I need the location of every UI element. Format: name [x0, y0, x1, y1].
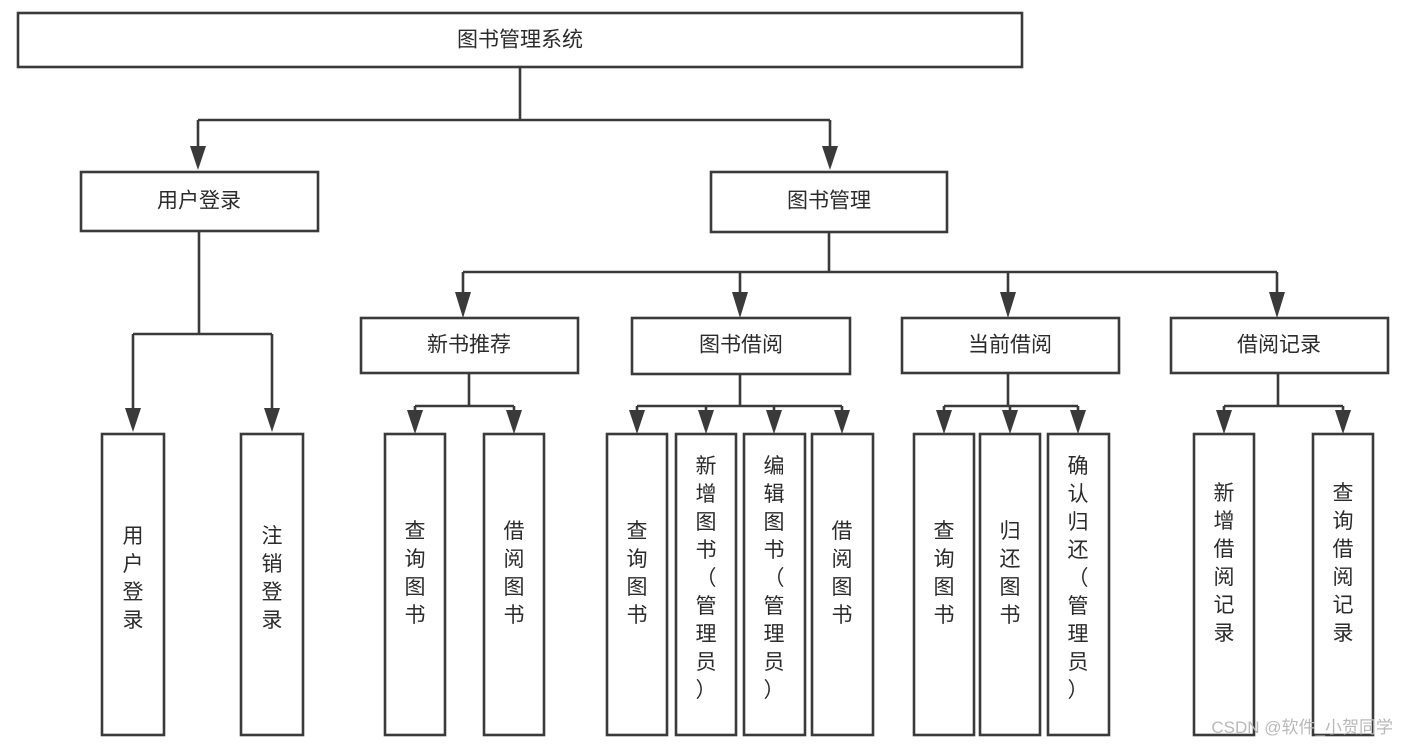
node-leaf-borrow-book-2-box[interactable]: [810, 432, 875, 737]
node-leaf-query-book-3-label: 查询图书: [934, 520, 955, 627]
arrow-to-leaf-query-book-1: [407, 410, 423, 434]
arrow-to-borrow-record: [1269, 292, 1285, 318]
node-leaf-query-book-3[interactable]: 查询图书: [912, 432, 976, 737]
node-book-borrow[interactable]: 图书借阅: [630, 316, 852, 376]
node-borrow-record-box[interactable]: [1169, 316, 1390, 375]
node-leaf-edit-book-label: 编辑图书（管理员）: [764, 455, 785, 702]
node-leaf-return-book[interactable]: 归还图书: [978, 432, 1042, 737]
node-leaf-user-login-label: 用户登录: [123, 525, 144, 632]
node-new-book-recommend-label: 新书推荐: [427, 334, 511, 357]
node-user-login-label: 用户登录: [157, 190, 241, 213]
node-leaf-user-logout[interactable]: 注销登录: [239, 432, 305, 737]
node-leaf-confirm-return-label: 确认归还（管理员）: [1068, 455, 1089, 702]
node-leaf-edit-book[interactable]: 编辑图书（管理员）: [742, 432, 807, 737]
node-leaf-user-login-box[interactable]: [100, 432, 166, 737]
node-leaf-query-book-2[interactable]: 查询图书: [605, 432, 669, 737]
node-borrow-record[interactable]: 借阅记录: [1169, 316, 1390, 375]
node-root-box[interactable]: [16, 11, 1024, 69]
watermark-label: CSDN @软件_小贺同学: [1211, 718, 1393, 737]
node-leaf-user-login[interactable]: 用户登录: [100, 432, 166, 737]
arrow-to-new-book-recommend: [455, 292, 471, 318]
arrow-to-book-management: [822, 146, 838, 170]
node-leaf-query-record[interactable]: 查询借阅记录: [1311, 432, 1375, 737]
node-leaf-user-logout-box[interactable]: [239, 432, 305, 737]
node-current-borrow[interactable]: 当前借阅: [900, 316, 1121, 375]
arrow-to-leaf-user-login: [125, 408, 141, 432]
node-leaf-query-book-2-box[interactable]: [605, 432, 669, 737]
arrow-to-leaf-query-record: [1335, 410, 1351, 434]
arrow-to-leaf-borrow-book-1: [506, 410, 522, 434]
node-leaf-query-record-box[interactable]: [1311, 432, 1375, 737]
node-current-borrow-box[interactable]: [900, 316, 1121, 375]
node-leaf-query-book-1-label: 查询图书: [405, 520, 426, 627]
node-leaf-user-logout-label: 注销登录: [262, 525, 283, 632]
node-leaf-return-book-box[interactable]: [978, 432, 1042, 737]
arrow-to-leaf-confirm-return: [1070, 410, 1086, 434]
node-leaf-borrow-book-2-label: 借阅图书: [832, 520, 853, 627]
node-borrow-record-label: 借阅记录: [1237, 334, 1321, 357]
node-leaf-return-book-label: 归还图书: [1000, 520, 1021, 627]
arrow-to-leaf-query-book-3: [936, 410, 952, 434]
node-leaf-add-record-box[interactable]: [1192, 432, 1256, 737]
node-leaf-add-record[interactable]: 新增借阅记录: [1192, 432, 1256, 737]
node-user-login-box[interactable]: [79, 170, 320, 233]
node-leaf-borrow-book-2[interactable]: 借阅图书: [810, 432, 875, 737]
node-leaf-query-book-2-label: 查询图书: [627, 520, 648, 627]
node-user-login[interactable]: 用户登录: [79, 170, 320, 233]
node-leaf-add-book[interactable]: 新增图书（管理员）: [674, 432, 738, 737]
node-leaf-query-book-1[interactable]: 查询图书: [383, 432, 447, 737]
node-leaf-query-record-label: 查询借阅记录: [1333, 482, 1354, 645]
node-leaf-query-book-1-box[interactable]: [383, 432, 447, 737]
node-book-management-box[interactable]: [709, 170, 949, 234]
arrow-to-current-borrow: [1000, 292, 1016, 318]
arrow-to-leaf-add-record: [1216, 410, 1232, 434]
arrow-to-leaf-query-book-2: [629, 410, 645, 434]
node-new-book-recommend-box[interactable]: [359, 316, 580, 375]
node-book-management[interactable]: 图书管理: [709, 170, 949, 234]
node-root-label: 图书管理系统: [457, 29, 583, 52]
node-leaf-borrow-book-1[interactable]: 借阅图书: [482, 432, 546, 737]
node-book-borrow-box[interactable]: [630, 316, 852, 376]
node-leaf-add-record-label: 新增借阅记录: [1214, 482, 1235, 645]
arrow-to-leaf-user-logout: [264, 408, 280, 432]
node-book-management-label: 图书管理: [787, 190, 871, 213]
node-new-book-recommend[interactable]: 新书推荐: [359, 316, 580, 375]
arrow-to-leaf-borrow-book-2: [834, 410, 850, 434]
node-root[interactable]: 图书管理系统: [16, 11, 1024, 69]
node-leaf-confirm-return-box[interactable]: [1046, 432, 1111, 737]
node-current-borrow-label: 当前借阅: [968, 334, 1052, 357]
node-leaf-borrow-book-1-label: 借阅图书: [504, 520, 525, 627]
arrow-to-leaf-add-book: [698, 410, 714, 434]
node-leaf-edit-book-box[interactable]: [742, 432, 807, 737]
node-leaf-query-book-3-box[interactable]: [912, 432, 976, 737]
node-leaf-add-book-box[interactable]: [674, 432, 738, 737]
arrow-to-leaf-return-book: [1002, 410, 1018, 434]
node-leaf-confirm-return[interactable]: 确认归还（管理员）: [1046, 432, 1111, 737]
arrow-to-book-borrow: [732, 292, 748, 318]
node-leaf-borrow-book-1-box[interactable]: [482, 432, 546, 737]
connector-layer: [125, 67, 1351, 434]
node-leaf-add-book-label: 新增图书（管理员）: [696, 455, 717, 702]
node-book-borrow-label: 图书借阅: [699, 334, 783, 357]
arrow-to-user-login: [190, 146, 206, 170]
arrow-to-leaf-edit-book: [766, 410, 782, 434]
